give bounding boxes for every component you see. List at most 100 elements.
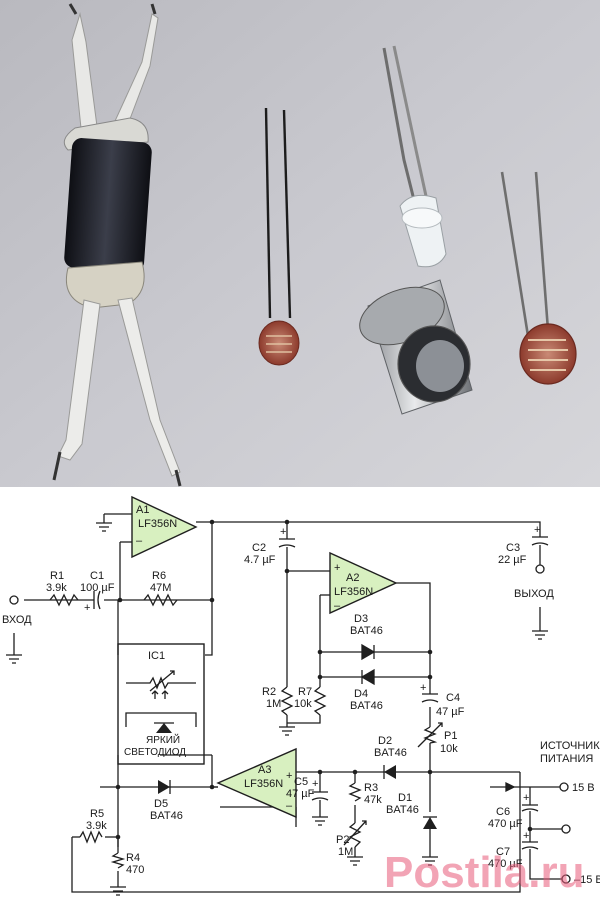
c4-value: 47 µF — [436, 706, 465, 718]
resistor-r5: R5 3.9k — [79, 808, 107, 844]
potentiometer-p1: P1 10k — [417, 722, 458, 755]
c7-plus: + — [523, 830, 529, 842]
c7-name: C7 — [496, 846, 510, 858]
potentiometer-p2: P2 1M — [336, 820, 367, 866]
c4-name: C4 — [446, 692, 460, 704]
led-label-1: ЯРКИЙ — [146, 733, 180, 746]
supply-label-1: ИСТОЧНИК — [540, 740, 600, 752]
c2-plus: + — [280, 526, 286, 538]
ic1-name: IC1 — [148, 650, 165, 662]
r3-name: R3 — [364, 782, 378, 794]
r7-value: 10k — [294, 698, 312, 710]
junction-dots — [115, 519, 533, 840]
ic1-optocoupler: IC1 ЯРКИЙ СВЕТОДИОД — [117, 643, 205, 765]
resistor-r4: R4 470 — [110, 852, 144, 896]
ground-a1 — [96, 522, 112, 532]
capacitor-c3: C3 22 µF + ВЫХОД — [498, 524, 554, 640]
d3-part: BAT46 — [350, 625, 383, 637]
c7-value: 470 µF — [488, 858, 523, 870]
r2-name: R2 — [262, 686, 276, 698]
a2-plus: + — [334, 562, 340, 574]
p2-name: P2 — [336, 834, 349, 846]
d1-part: BAT46 — [386, 804, 419, 816]
opamp-a3: A3 LF356N + – — [216, 747, 297, 819]
wires — [24, 513, 562, 893]
d3-name: D3 — [354, 613, 368, 625]
c3-plus: + — [534, 524, 540, 536]
r7-name: R7 — [298, 686, 312, 698]
c5-plus: + — [312, 778, 318, 790]
a1-part: LF356N — [138, 518, 177, 530]
d2-name: D2 — [378, 735, 392, 747]
c1-name: C1 — [90, 570, 104, 582]
r6-name: R6 — [152, 570, 166, 582]
c2-value: 4.7 µF — [244, 554, 276, 566]
diode-d1: D1 BAT46 — [386, 792, 438, 866]
small-photoresistor — [258, 107, 300, 366]
resistor-r2: R2 1M — [262, 686, 295, 736]
c1-value: 100 µF — [80, 582, 115, 594]
supply-neg: –15 В — [574, 874, 600, 886]
a2-part: LF356N — [334, 586, 373, 598]
diode-d3: D3 BAT46 — [350, 613, 383, 661]
output-label: ВЫХОД — [514, 588, 554, 600]
r4-value: 470 — [126, 864, 144, 876]
a2-minus: – — [334, 600, 341, 612]
resistor-r6: R6 47M — [143, 570, 178, 607]
r4-name: R4 — [126, 852, 140, 864]
c4-plus: + — [420, 682, 426, 694]
a3-name: A3 — [258, 764, 271, 776]
r1-name: R1 — [50, 570, 64, 582]
r5-value: 3.9k — [86, 820, 107, 832]
c3-name: C3 — [506, 542, 520, 554]
resistor-r1: R1 3.9k — [46, 570, 79, 607]
c5-name: C5 — [294, 776, 308, 788]
capacitor-c5: C5 47 µF + — [286, 776, 329, 826]
input-terminal: ВХОД — [2, 595, 32, 664]
a2-name: A2 — [346, 572, 359, 584]
a1-name: A1 — [136, 504, 149, 516]
diode-d2: D2 BAT46 — [374, 735, 407, 779]
a1-minus: – — [136, 535, 143, 547]
d1-name: D1 — [398, 792, 412, 804]
c6-plus: + — [523, 792, 529, 804]
d2-part: BAT46 — [374, 747, 407, 759]
r5-name: R5 — [90, 808, 104, 820]
diode-d4: D4 BAT46 — [350, 668, 383, 712]
components-photo — [0, 0, 600, 487]
c2-name: C2 — [252, 542, 266, 554]
a3-plus: + — [286, 770, 292, 782]
c6-name: C6 — [496, 806, 510, 818]
r1-value: 3.9k — [46, 582, 67, 594]
d4-name: D4 — [354, 688, 368, 700]
c3-value: 22 µF — [498, 554, 527, 566]
d5-name: D5 — [154, 798, 168, 810]
led-component — [382, 45, 447, 268]
capacitor-c1: C1 100 µF + — [80, 570, 115, 614]
a3-minus: – — [286, 800, 293, 812]
resistor-r3: R3 47k — [348, 782, 382, 806]
c1-plus: + — [84, 602, 90, 614]
circuit-schematic: A1 LF356N – + A2 LF356N – A3 LF356N + – … — [0, 487, 600, 909]
led-label-2: СВЕТОДИОД — [124, 747, 186, 758]
resistor-r7: R7 10k — [287, 686, 327, 724]
aluminium-tube — [359, 279, 473, 415]
r2-value: 1M — [266, 698, 281, 710]
supply-label-2: ПИТАНИЯ — [540, 753, 593, 765]
d5-part: BAT46 — [150, 810, 183, 822]
opamp-a1: A1 LF356N – — [131, 495, 198, 559]
large-photoresistor — [500, 171, 577, 385]
diode-d5: D5 BAT46 — [150, 780, 183, 822]
r6-value: 47M — [150, 582, 171, 594]
d4-part: BAT46 — [350, 700, 383, 712]
capacitor-c2: C2 4.7 µF + — [244, 526, 296, 566]
p1-name: P1 — [444, 730, 457, 742]
supply-pos: 15 В — [572, 782, 595, 794]
c6-value: 470 µF — [488, 818, 523, 830]
optocoupler-assembly — [52, 3, 182, 487]
postila-watermark: Postila.ru — [384, 848, 585, 897]
watermark-text: Postila.ru — [384, 848, 585, 897]
power-supply: ИСТОЧНИК ПИТАНИЯ 15 В C6 470 µF + C7 470… — [488, 740, 600, 886]
p2-value: 1M — [338, 846, 353, 858]
r3-value: 47k — [364, 794, 382, 806]
